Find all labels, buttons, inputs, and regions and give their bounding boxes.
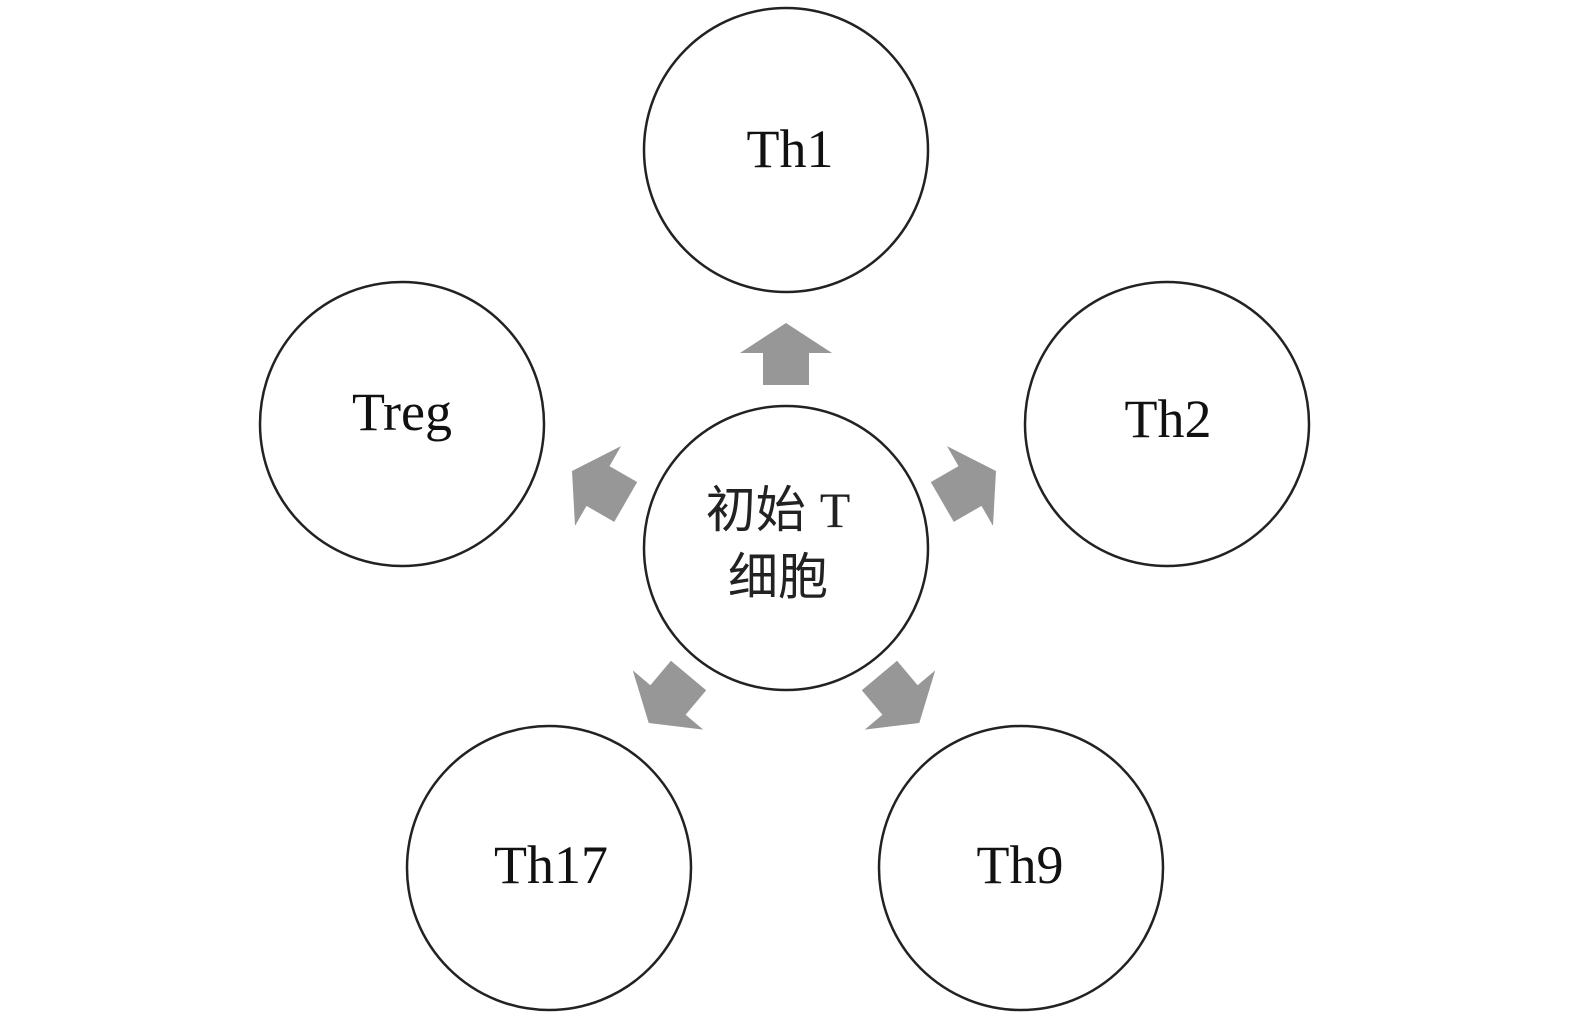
node-th2-label: Th2 [1125,389,1212,449]
arrows [572,323,996,730]
node-treg-label: Treg [352,382,452,442]
node-treg: Treg [258,280,546,568]
center-label-line2: 细胞 [728,548,828,606]
node-th9-label: Th9 [977,835,1064,895]
node-th1: Th1 [642,6,930,294]
center-label-cjk: 初始 [706,481,806,539]
node-th2: Th2 [1023,280,1311,568]
node-th1-label: Th1 [747,119,834,179]
arrow-to-treg [572,446,638,526]
node-th9: Th9 [877,724,1165,1012]
arrow-to-th17 [632,660,707,730]
node-th17: Th17 [405,724,693,1012]
center-label-latin: T [820,482,851,538]
arrow-to-th2 [930,446,996,526]
arrow-to-th9 [861,660,936,730]
node-th17-label: Th17 [494,835,608,895]
arrow-to-th1 [740,323,832,385]
